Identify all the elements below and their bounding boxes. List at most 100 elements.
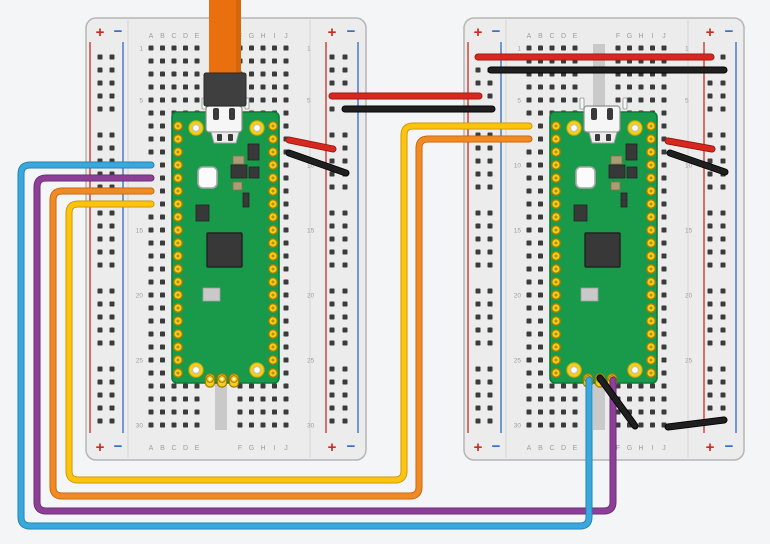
rail-plus-label: + bbox=[96, 439, 105, 456]
column-letter: D bbox=[561, 445, 566, 452]
row-number: 25 bbox=[514, 358, 522, 365]
column-letter: A bbox=[149, 445, 154, 452]
micro-usb-connector bbox=[583, 105, 621, 144]
column-letter: A bbox=[527, 445, 532, 452]
row-number: 20 bbox=[307, 293, 315, 300]
column-letter: H bbox=[260, 33, 265, 40]
column-letter: G bbox=[249, 445, 254, 452]
column-letter: B bbox=[160, 33, 165, 40]
row-number: 30 bbox=[136, 423, 144, 430]
row-number: 15 bbox=[514, 228, 522, 235]
wire-uart-orange bbox=[49, 135, 533, 500]
column-letter: J bbox=[662, 445, 666, 452]
row-number: 5 bbox=[139, 98, 143, 105]
smd-component bbox=[610, 181, 621, 191]
column-letter: E bbox=[195, 33, 200, 40]
wire-bottom-rail-black bbox=[664, 416, 728, 431]
smd-component bbox=[230, 164, 248, 179]
usb-cable-layer bbox=[203, 0, 247, 107]
smd-component bbox=[232, 181, 243, 191]
smd-component bbox=[610, 155, 623, 165]
row-number: 1 bbox=[517, 46, 521, 53]
smd-component bbox=[248, 166, 260, 179]
rail-minus-label: − bbox=[347, 438, 356, 455]
pico-right bbox=[549, 97, 658, 388]
column-letter: G bbox=[249, 33, 254, 40]
row-number: 5 bbox=[517, 98, 521, 105]
column-letter: B bbox=[160, 445, 165, 452]
smd-component bbox=[202, 287, 221, 302]
column-letter: H bbox=[638, 33, 643, 40]
column-letter: D bbox=[183, 445, 188, 452]
usb-cable-wire bbox=[209, 0, 241, 76]
column-letter: J bbox=[284, 33, 288, 40]
wire-right-vsys-red bbox=[664, 137, 716, 153]
pico-left bbox=[171, 97, 280, 388]
rail-plus-label: + bbox=[474, 24, 483, 41]
smd-component bbox=[608, 164, 626, 179]
smd-component bbox=[247, 143, 260, 161]
column-letter: I bbox=[274, 33, 276, 40]
rail-plus-label: + bbox=[706, 439, 715, 456]
rail-minus-label: − bbox=[725, 23, 734, 40]
column-letter: C bbox=[171, 33, 176, 40]
rail-minus-label: − bbox=[492, 23, 501, 40]
column-letter: H bbox=[260, 445, 265, 452]
rail-minus-label: − bbox=[114, 23, 123, 40]
rail-minus-label: − bbox=[347, 23, 356, 40]
micro-usb-connector bbox=[205, 105, 243, 144]
rail-plus-label: + bbox=[96, 24, 105, 41]
column-letter: G bbox=[627, 445, 632, 452]
smd-component bbox=[625, 143, 638, 161]
wire-swdio-purple bbox=[33, 174, 617, 515]
column-letter: A bbox=[527, 33, 532, 40]
wires-layer bbox=[17, 53, 729, 530]
row-number: 1 bbox=[307, 46, 311, 53]
usb-cable bbox=[203, 0, 247, 107]
column-letter: C bbox=[171, 445, 176, 452]
column-letter: F bbox=[238, 445, 242, 452]
row-number: 20 bbox=[136, 293, 144, 300]
column-letter: D bbox=[183, 33, 188, 40]
column-letter: F bbox=[616, 33, 620, 40]
wire-uart-yellow bbox=[65, 122, 533, 484]
row-number: 1 bbox=[139, 46, 143, 53]
row-number: 5 bbox=[307, 98, 311, 105]
wire-swd-gnd-black bbox=[596, 374, 639, 430]
rp2040-chip bbox=[206, 232, 243, 268]
bootsel-button bbox=[197, 166, 218, 189]
row-number: 1 bbox=[685, 46, 689, 53]
column-letter: J bbox=[284, 445, 288, 452]
rail-plus-label: + bbox=[706, 24, 715, 41]
row-number: 5 bbox=[685, 98, 689, 105]
column-letter: G bbox=[627, 33, 632, 40]
wire-left-gnd-black bbox=[285, 149, 350, 177]
row-number: 15 bbox=[307, 228, 315, 235]
column-letter: F bbox=[616, 445, 620, 452]
rail-plus-label: + bbox=[328, 24, 337, 41]
row-number: 20 bbox=[514, 293, 522, 300]
row-number: 10 bbox=[685, 163, 693, 170]
row-number: 15 bbox=[136, 228, 144, 235]
column-letter: E bbox=[573, 33, 578, 40]
picos-layer bbox=[171, 97, 658, 388]
rail-plus-label: + bbox=[328, 439, 337, 456]
smd-component bbox=[626, 166, 638, 179]
row-number: 25 bbox=[136, 358, 144, 365]
smd-component bbox=[195, 204, 210, 222]
column-letter: H bbox=[638, 445, 643, 452]
column-letter: E bbox=[573, 445, 578, 452]
wire-right-gnd-black bbox=[666, 149, 729, 176]
wire-swclk-blue bbox=[17, 161, 593, 530]
rail-minus-label: − bbox=[492, 438, 501, 455]
column-letter: I bbox=[274, 445, 276, 452]
bootsel-button bbox=[575, 166, 596, 189]
rail-plus-label: + bbox=[474, 439, 483, 456]
usb-connector-clip bbox=[622, 97, 628, 110]
row-number: 25 bbox=[685, 358, 693, 365]
column-letter: C bbox=[549, 445, 554, 452]
column-letter: J bbox=[662, 33, 666, 40]
smd-component bbox=[242, 192, 250, 208]
row-number: 10 bbox=[514, 163, 522, 170]
